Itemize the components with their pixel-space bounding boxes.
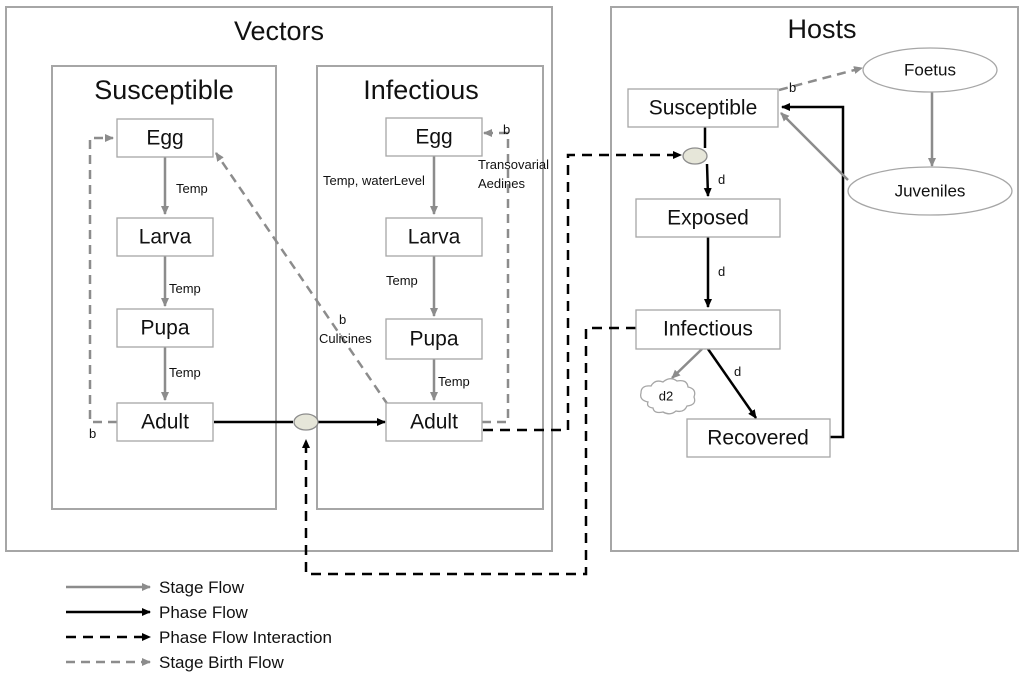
vector-s-pupa-label: Pupa — [140, 317, 189, 340]
hosts-title: Hosts — [787, 14, 856, 44]
death-cloud-icon — [640, 378, 696, 415]
host-susceptible-box: Susceptible — [627, 88, 779, 128]
label-b-susceptible: b — [89, 426, 96, 441]
label-temp-larva-pupa: Temp — [169, 281, 201, 296]
vectors-panel — [5, 6, 553, 552]
vector-s-larva-label: Larva — [139, 226, 192, 249]
host-foetus-label: Foetus — [904, 60, 956, 79]
host-juveniles-label: Juveniles — [895, 181, 966, 200]
hosts-panel — [610, 6, 1019, 552]
edge-culicines — [214, 152, 390, 406]
label-temp-waterlevel: Temp, waterLevel — [323, 173, 425, 188]
vector-i-adult-label: Adult — [410, 411, 458, 434]
vector-i-larva-label: Larva — [408, 226, 461, 249]
edge-h-node-exposed — [703, 163, 712, 197]
host-exposed-label: Exposed — [667, 207, 749, 230]
host-infection-node — [682, 147, 708, 165]
label-d-recovered: d — [734, 364, 741, 379]
vector-s-larva-box: Larva — [116, 217, 214, 257]
label-temp-inf-larva: Temp — [386, 273, 418, 288]
vector-i-egg-label: Egg — [415, 126, 452, 149]
label-d-exposed: d — [718, 172, 725, 187]
vector-i-egg-box: Egg — [385, 117, 483, 157]
vector-i-pupa-label: Pupa — [409, 328, 458, 351]
edge-h-infectious-recovered — [706, 348, 758, 419]
label-temp-pupa-adult: Temp — [169, 365, 201, 380]
vector-i-adult-box: Adult — [385, 402, 483, 442]
vector-s-egg-label: Egg — [146, 127, 183, 150]
host-recovered-box: Recovered — [686, 418, 831, 458]
edge-h-juveniles-susceptible — [780, 112, 849, 181]
vector-susceptible-panel — [51, 65, 277, 510]
edge-h-death — [671, 348, 703, 379]
vector-s-egg-box: Egg — [116, 118, 214, 158]
label-d-infectious: d — [718, 264, 725, 279]
edge-interaction-host-vector — [302, 326, 636, 576]
edge-h-recovered-susceptible — [781, 103, 845, 439]
host-susceptible-label: Susceptible — [649, 97, 758, 120]
vector-susceptible-title: Susceptible — [94, 75, 234, 105]
label-b-foetus: b — [789, 80, 796, 95]
legend: Stage Flow Phase Flow Phase Flow Interac… — [66, 578, 332, 672]
vector-infectious-panel — [316, 65, 544, 510]
label-b-culicines: b — [339, 312, 346, 327]
host-exposed-box: Exposed — [635, 198, 781, 238]
label-temp-egg-larva: Temp — [176, 181, 208, 196]
vector-s-pupa-box: Pupa — [116, 308, 214, 348]
host-recovered-label: Recovered — [707, 427, 809, 450]
host-infectious-label: Infectious — [663, 318, 753, 341]
vector-s-adult-label: Adult — [141, 411, 189, 434]
legend-phase-flow-label: Phase Flow — [159, 603, 249, 622]
edge-transovarial — [482, 129, 510, 424]
label-aedines: Aedines — [478, 176, 525, 191]
vector-infection-node — [293, 413, 319, 431]
label-temp-inf-pupa: Temp — [438, 374, 470, 389]
legend-stage-birth-label: Stage Birth Flow — [159, 653, 284, 672]
vector-infectious-title: Infectious — [363, 75, 479, 105]
legend-phase-interaction-label: Phase Flow Interaction — [159, 628, 332, 647]
edge-interaction-vector-host — [483, 151, 682, 432]
host-juveniles-ellipse — [847, 166, 1013, 216]
host-infectious-box: Infectious — [635, 309, 781, 350]
host-foetus-ellipse — [862, 47, 998, 93]
death-cloud-label: d2 — [659, 388, 673, 403]
legend-stage-flow-label: Stage Flow — [159, 578, 245, 597]
vector-s-adult-box: Adult — [116, 402, 214, 442]
vector-i-larva-box: Larva — [385, 217, 483, 257]
vectors-title: Vectors — [234, 16, 324, 46]
vector-i-pupa-box: Pupa — [385, 318, 483, 360]
label-b-transovarial: b — [503, 122, 510, 137]
label-culicines: Culicines — [319, 331, 372, 346]
edge-s-birth — [88, 134, 117, 424]
label-transovarial: Transovarial — [478, 157, 549, 172]
